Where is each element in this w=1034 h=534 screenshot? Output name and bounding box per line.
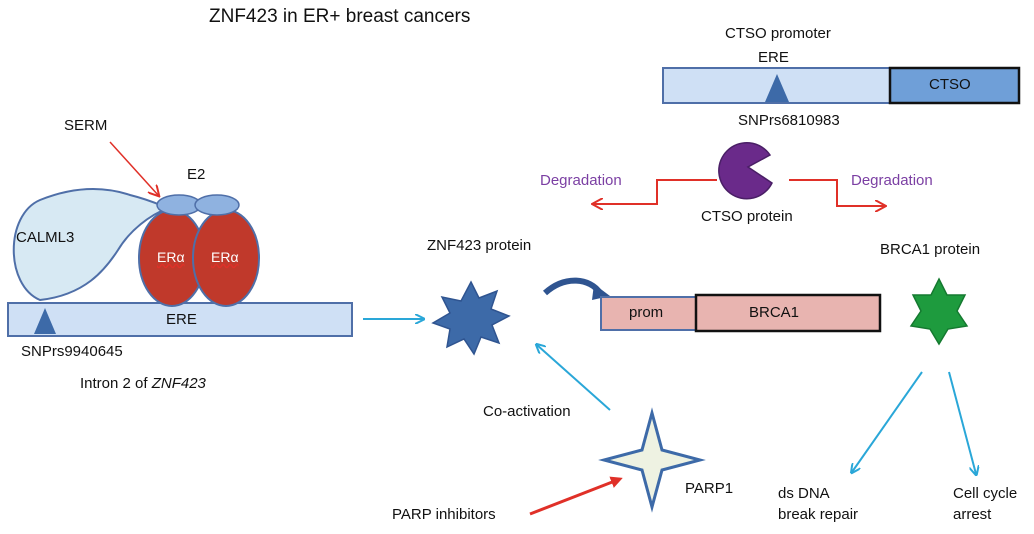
intron-gene: ZNF423 — [151, 375, 206, 392]
brca1-protein-shape — [909, 277, 969, 346]
ctso-gene-label: CTSO — [929, 76, 971, 93]
serm-label: SERM — [64, 117, 108, 134]
outcome-dna-repair-line1: ds DNA — [778, 485, 830, 502]
brca1-prom-box — [600, 296, 698, 331]
coactivation-arrow — [537, 345, 611, 411]
znf423-protein-shape — [431, 280, 511, 356]
brca1-to-dna-repair-arrow — [852, 371, 923, 472]
brca1-prom-label: prom — [629, 304, 664, 321]
brca1-gene-box — [694, 293, 882, 333]
ctso-promoter-label: CTSO promoter — [725, 25, 831, 42]
outcome-cell-cycle-line2: arrest — [953, 506, 992, 523]
eralpha-label-1: ERα — [157, 249, 185, 265]
znf423-protein-label: ZNF423 protein — [427, 237, 532, 254]
degradation-arrow-right — [789, 179, 884, 206]
brca1-to-cell-cycle-arrow — [948, 371, 976, 474]
intron-prefix: Intron 2 of — [80, 375, 152, 392]
ctso-gene-box — [888, 66, 1021, 105]
znf423-tail — [542, 277, 603, 296]
serm-arrow — [109, 141, 158, 195]
e2-oval-2 — [194, 194, 240, 216]
eralpha-label-2: ERα — [211, 249, 239, 265]
parp1-label: PARP1 — [685, 480, 734, 497]
degradation-label-right: Degradation — [851, 172, 933, 189]
parp1-shape — [598, 407, 706, 513]
brca1-protein-label: BRCA1 protein — [880, 241, 981, 258]
parp-inhibitors-label: PARP inhibitors — [392, 506, 496, 523]
degradation-label-left: Degradation — [540, 172, 622, 189]
parp-inhibitors-arrow — [529, 476, 623, 516]
calml3-label: CALML3 — [16, 229, 75, 246]
ctso-protein-shape — [718, 142, 773, 200]
coactivation-label: Co-activation — [483, 403, 571, 420]
calml3-shape — [12, 187, 171, 302]
intron-label: Intron 2 of ZNF423 — [80, 375, 206, 392]
ctso-snp-label: SNPrs6810983 — [738, 112, 840, 129]
ere-label-left: ERE — [166, 311, 197, 328]
ctso-protein-label: CTSO protein — [701, 208, 793, 225]
snp-triangle-left — [34, 308, 56, 334]
snp-label-left: SNPrs9940645 — [21, 343, 123, 360]
outcome-dna-repair-line2: break repair — [778, 506, 859, 523]
e2-label: E2 — [187, 166, 206, 183]
degradation-arrow-left — [594, 179, 717, 204]
brca1-gene-label: BRCA1 — [749, 304, 800, 321]
ere-bar-left — [7, 302, 353, 337]
ctso-ere-label: ERE — [758, 49, 789, 66]
diagram-title: ZNF423 in ER+ breast cancers — [209, 6, 471, 27]
snp-triangle-ctso — [765, 74, 789, 102]
outcome-cell-cycle-line1: Cell cycle — [953, 485, 1018, 502]
